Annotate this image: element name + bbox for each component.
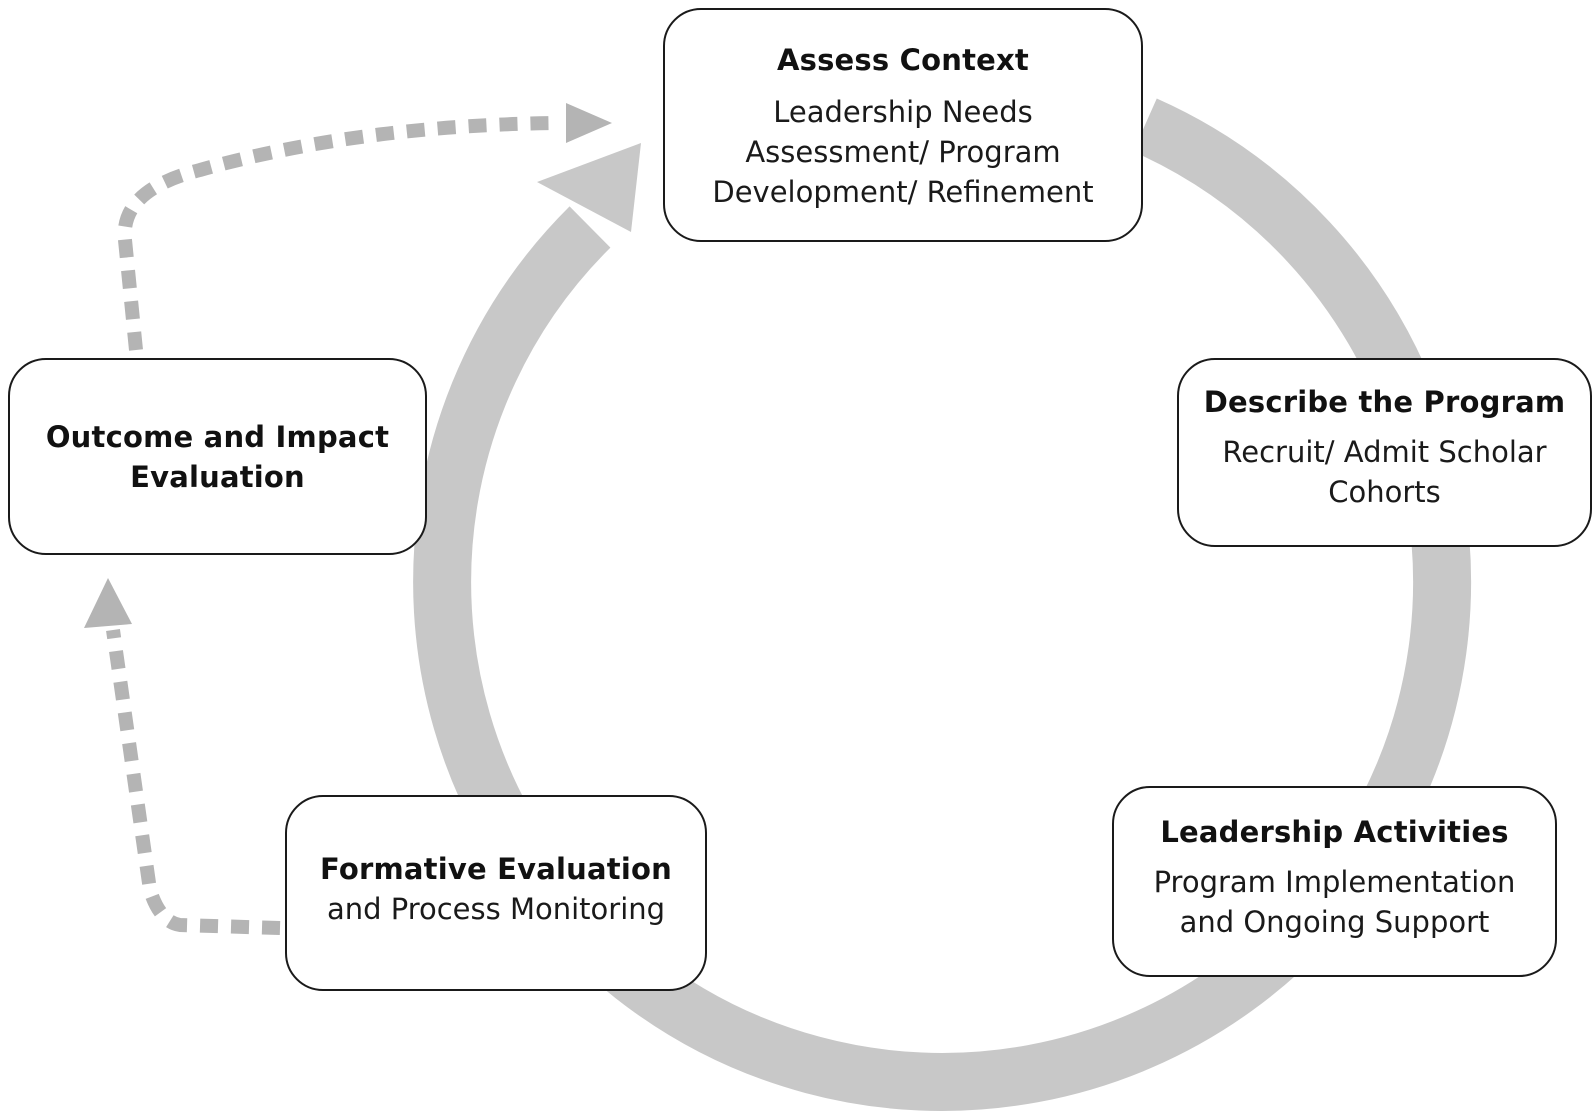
leadership-activities-box: Leadership Activities Program Implementa…: [1112, 786, 1557, 977]
leadership-activities-body: Program Implementation and Ongoing Suppo…: [1153, 865, 1516, 939]
dashed-arrowhead-right-icon: [566, 103, 612, 143]
dashed-arrowhead-up-icon: [84, 578, 132, 628]
describe-program-title: Describe the Program: [1203, 385, 1566, 419]
formative-evaluation-body: and Process Monitoring: [326, 892, 666, 926]
describe-program-box: Describe the Program Recruit/ Admit Scho…: [1177, 358, 1592, 547]
leadership-activities-title: Leadership Activities: [1160, 815, 1509, 849]
outcome-impact-box: Outcome and Impact Evaluation: [8, 358, 427, 555]
cycle-arrowhead-icon: [537, 143, 641, 232]
formative-evaluation-title: Formative Evaluation: [320, 852, 672, 886]
describe-program-body: Recruit/ Admit Scholar Cohorts: [1222, 435, 1547, 509]
assess-context-title: Assess Context: [776, 43, 1029, 77]
dashed-connector-formative-to-outcome: [106, 629, 281, 935]
assess-context-box: Assess Context Leadership Needs Assessme…: [663, 8, 1143, 242]
outcome-impact-title: Outcome and Impact Evaluation: [45, 419, 390, 494]
formative-evaluation-box: Formative Evaluation and Process Monitor…: [285, 795, 707, 991]
dashed-connector-outcome-to-assess: [117, 116, 561, 351]
assess-context-body: Leadership Needs Assessment/ Program Dev…: [712, 95, 1094, 209]
